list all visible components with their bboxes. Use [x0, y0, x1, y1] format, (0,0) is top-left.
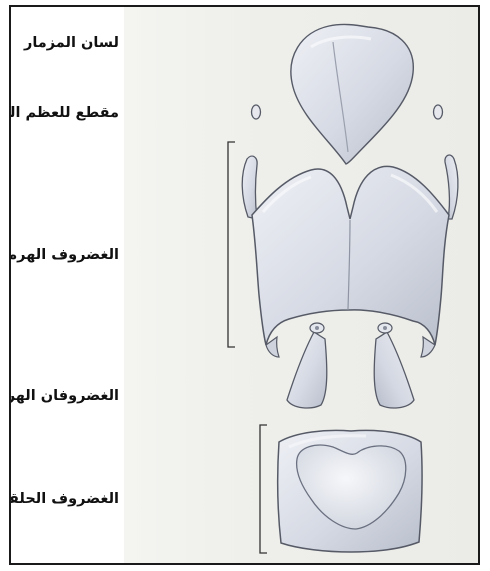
- thyroid-bracket: [228, 142, 235, 347]
- arytenoid-cartilage-right: [374, 323, 414, 408]
- arytenoid-cartilage-left: [287, 323, 327, 408]
- diagram-frame: لسان المزمار مقطع للعظم اللامي الغضروف ا…: [9, 5, 480, 565]
- hyoid-section-left: [252, 105, 261, 119]
- thyroid-cartilage-shape: [242, 155, 458, 357]
- larynx-cartilage-illustration: [11, 7, 478, 563]
- cricoid-cartilage-shape: [278, 430, 422, 552]
- hyoid-section-right: [434, 105, 443, 119]
- epiglottis-shape: [291, 24, 413, 164]
- cricoid-bracket: [260, 425, 267, 553]
